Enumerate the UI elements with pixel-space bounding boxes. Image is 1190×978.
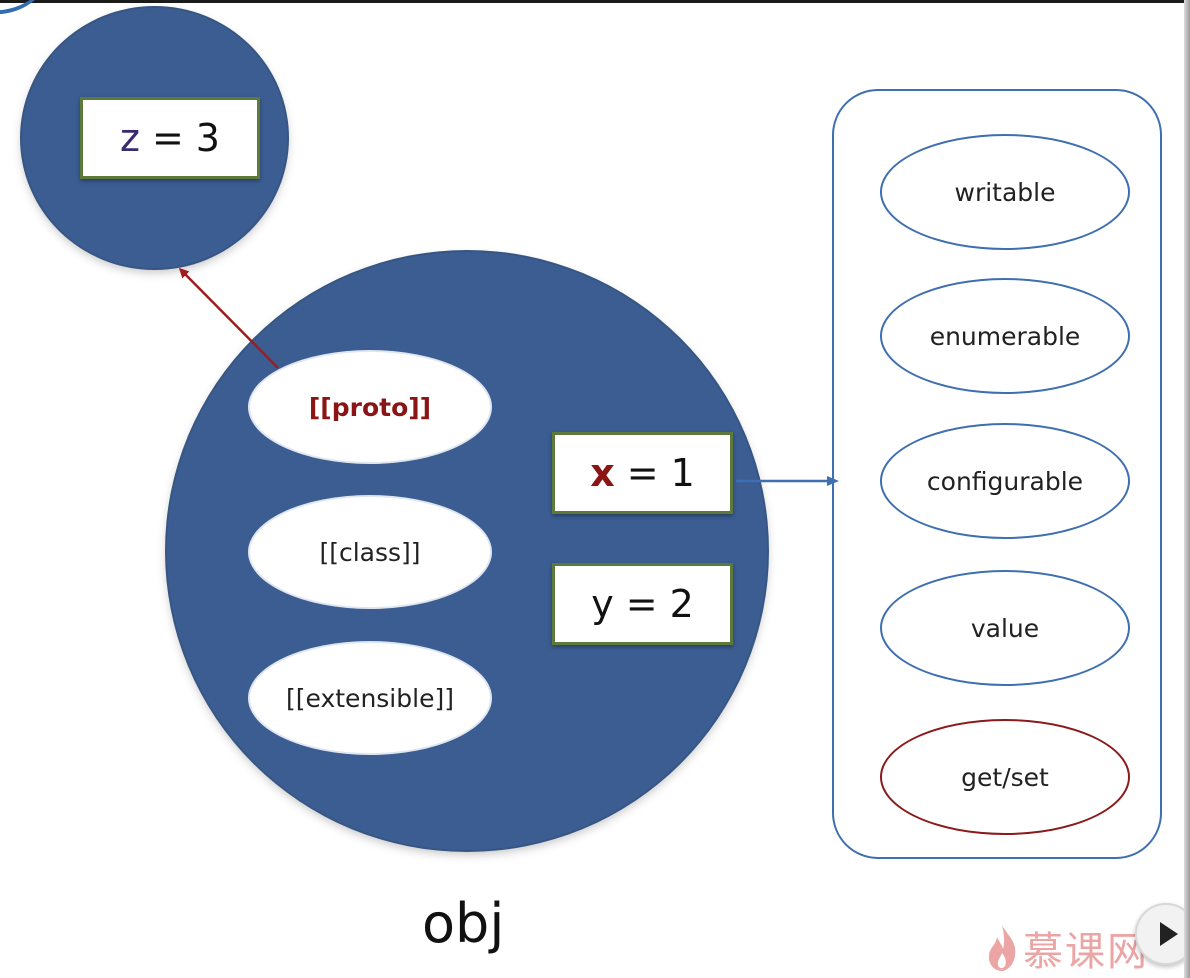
attribute-writable: writable	[880, 134, 1130, 250]
proto-link-arrow	[178, 267, 279, 369]
watermark-text: 慕课网	[1023, 929, 1149, 975]
property-value: 2	[669, 582, 694, 626]
property-box-x: x = 1	[552, 432, 733, 514]
property-name: x	[590, 451, 615, 495]
attribute-label: enumerable	[929, 321, 1081, 351]
property-operator: =	[626, 451, 659, 495]
property-value: 3	[195, 116, 220, 160]
attribute-label: writable	[954, 177, 1056, 207]
internal-slot-class: [[class]]	[248, 495, 492, 609]
attribute-label: configurable	[926, 466, 1084, 496]
property-operator: =	[625, 582, 658, 626]
top-frame-edge	[0, 0, 1190, 3]
attribute-value: value	[880, 570, 1130, 686]
right-frame-edge	[1184, 0, 1190, 978]
property-value: 1	[670, 451, 695, 495]
property-box-z: z = 3	[80, 97, 260, 179]
object-label: obj	[422, 892, 505, 955]
property-name: z	[120, 116, 140, 160]
attribute-configurable: configurable	[880, 423, 1130, 539]
internal-slot-label: [[class]]	[319, 537, 421, 567]
attribute-label: get/set	[961, 762, 1049, 792]
watermark: 慕课网	[985, 918, 1180, 978]
property-box-y: y = 2	[552, 563, 733, 645]
property-name: y	[591, 582, 614, 626]
attribute-enumerable: enumerable	[880, 278, 1130, 394]
flame-logo-icon	[988, 925, 1016, 971]
internal-slot-extensible: [[extensible]]	[248, 641, 492, 755]
play-button[interactable]	[1135, 903, 1190, 965]
internal-slot-label: [[proto]]	[308, 392, 432, 422]
property-operator: =	[151, 116, 184, 160]
attribute-get-set: get/set	[880, 719, 1130, 835]
internal-slot-proto: [[proto]]	[248, 350, 492, 464]
play-icon	[1160, 922, 1178, 946]
attribute-label: value	[970, 613, 1040, 643]
internal-slot-label: [[extensible]]	[286, 683, 454, 713]
